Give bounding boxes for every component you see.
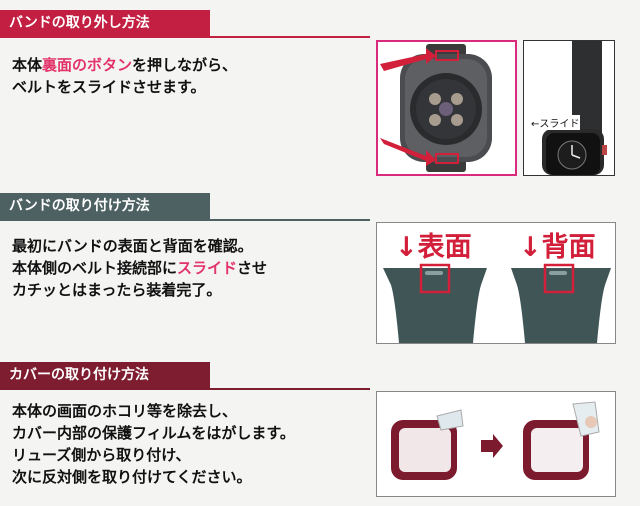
text-segment: を押しながら、 (132, 56, 238, 74)
section-divider-remove (0, 36, 370, 38)
front-label: ↓表面 (395, 232, 472, 263)
text-segment: 本体側のベルト接続部に (12, 259, 178, 277)
section-header-attach: バンドの取り付け方法 (0, 193, 210, 220)
text-segment: 次に反対側を取り付けてください。 (12, 468, 252, 486)
watch-slide-image: ←スライド (523, 40, 615, 176)
cover-attach-image (376, 391, 616, 497)
text-line: 本体裏面のボタンを押しながら、 (12, 54, 237, 76)
highlight-text: 裏面のボタン (42, 56, 133, 74)
section-header-cover: カバーの取り付け方法 (0, 362, 210, 389)
text-segment: 本体 (12, 56, 43, 74)
back-label: ↓背面 (519, 232, 596, 263)
section-header-remove: バンドの取り外し方法 (0, 10, 210, 37)
text-line: 最初にバンドの表面と背面を確認。 (12, 235, 267, 257)
section-text-remove: 本体裏面のボタンを押しながら、ベルトをスライドさせます。 (12, 54, 237, 98)
text-line: カバー内部の保護フィルムをはがします。 (12, 422, 295, 444)
slide-caption: ←スライド (530, 115, 581, 130)
text-line: 本体の画面のホコリ等を除去し、 (12, 400, 295, 422)
watch-back-image (376, 40, 517, 176)
text-line: リューズ側から取り付け、 (12, 444, 295, 466)
section-text-cover: 本体の画面のホコリ等を除去し、カバー内部の保護フィルムをはがします。リューズ側か… (12, 400, 295, 488)
text-segment: カチッとはまったら装着完了。 (12, 281, 222, 299)
section-divider-attach (0, 219, 370, 221)
band-front-back-image: ↓表面 ↓背面 (376, 222, 616, 344)
text-line: ベルトをスライドさせます。 (12, 76, 237, 98)
section-divider-cover (0, 388, 370, 390)
highlight-text: スライド (177, 259, 238, 277)
text-line: 本体側のベルト接続部にスライドさせ (12, 257, 267, 279)
text-segment: カバー内部の保護フィルムをはがします。 (12, 424, 295, 442)
text-line: 次に反対側を取り付けてください。 (12, 466, 295, 488)
text-segment: させ (237, 259, 268, 277)
text-segment: ベルトをスライドさせます。 (12, 78, 206, 96)
text-segment: 本体の画面のホコリ等を除去し、 (12, 402, 238, 420)
text-segment: リューズ側から取り付け、 (12, 446, 191, 464)
text-line: カチッとはまったら装着完了。 (12, 279, 267, 301)
section-text-attach: 最初にバンドの表面と背面を確認。本体側のベルト接続部にスライドさせカチッとはまっ… (12, 235, 267, 301)
text-segment: 最初にバンドの表面と背面を確認。 (12, 237, 253, 255)
